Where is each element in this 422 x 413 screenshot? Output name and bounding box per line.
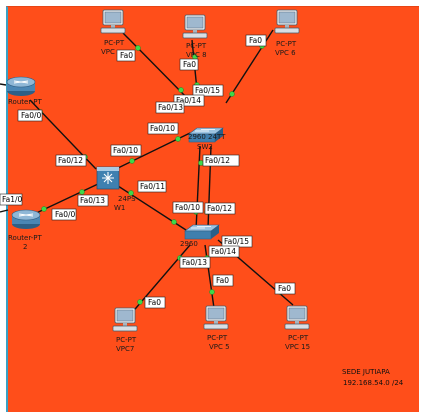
port-label: Fa0/11 [137, 180, 167, 193]
port-label: Fa0/13 [179, 256, 211, 269]
port-label: Fa0/14 [208, 245, 240, 258]
svg-text:Fa0/12: Fa0/12 [58, 156, 83, 165]
port-label: Fa0/12 [204, 202, 236, 215]
pc-icon[interactable] [284, 305, 310, 330]
svg-text:Fa0/0: Fa0/0 [21, 111, 42, 120]
port-label: Fa0/15 [192, 84, 224, 97]
svg-text:Fa0: Fa0 [183, 60, 196, 69]
svg-text:Fa0: Fa0 [249, 36, 262, 45]
port-label: Fa1/0 [0, 193, 23, 206]
svg-text:Fa0: Fa0 [120, 51, 133, 60]
port-labels: Fa0 Fa0 Fa0 Fa0/15 Fa0/14 Fa0/13 Fa0/10 … [0, 34, 296, 309]
svg-text:Fa0/15: Fa0/15 [195, 86, 220, 95]
network-address-note: 192.168.54.0 /24 [343, 379, 404, 387]
port-label: Fa0/15 [221, 235, 253, 248]
svg-text:Fa0: Fa0 [278, 284, 291, 293]
site-name-note: SEDE JUTIAPA [342, 368, 390, 376]
device-label: SW2 [197, 143, 213, 151]
device-label: VPC 15 [285, 343, 310, 351]
device-label: VPC [101, 48, 115, 56]
device-label: PC-PT [116, 336, 137, 344]
link-group [0, 29, 294, 316]
port-label: Fa0/10 [147, 122, 179, 135]
device-label: W1 [114, 204, 125, 212]
svg-text:Fa0/15: Fa0/15 [224, 237, 249, 246]
device-label: 24PS [118, 195, 136, 203]
pc-icon[interactable] [112, 307, 138, 332]
device-label: 2960 [180, 240, 198, 248]
svg-text:Fa0/12: Fa0/12 [205, 156, 230, 165]
device-label: PC-PT [104, 39, 125, 47]
port-label: Fa0 [245, 34, 267, 47]
router-icon[interactable] [6, 76, 36, 97]
link-sw2-switch2-a [195, 145, 201, 231]
device-label: VPC 8 [186, 51, 207, 59]
port-label: Fa0/0 [51, 208, 77, 221]
pc-icon[interactable] [274, 9, 300, 34]
port-label: Fa0/13 [77, 194, 109, 207]
port-label: Fa0 [116, 49, 136, 62]
svg-text:Fa0/11: Fa0/11 [140, 182, 165, 191]
svg-text:Fa0/14: Fa0/14 [211, 247, 236, 256]
port-label: Fa0 [179, 58, 199, 71]
svg-text:Fa0/0: Fa0/0 [55, 210, 76, 219]
svg-text:Fa0/13: Fa0/13 [182, 258, 207, 267]
svg-text:Fa0/10: Fa0/10 [113, 146, 138, 155]
device-label: VPC 6 [275, 49, 296, 57]
router-icon[interactable] [11, 209, 41, 230]
device-label: PC-PT [186, 42, 207, 50]
pc-icon[interactable] [100, 9, 126, 34]
port-label: Fa0 [144, 296, 166, 309]
svg-text:Fa0/10: Fa0/10 [175, 203, 200, 212]
pc-icon[interactable] [203, 305, 229, 330]
multilayer-switch-icon[interactable] [96, 166, 120, 190]
link-router2-sw1 [29, 183, 99, 217]
link-status-dots [37, 43, 283, 305]
link-router2-offscreen [0, 209, 9, 213]
svg-text:Fa0/13: Fa0/13 [80, 196, 105, 205]
svg-text:Fa0/14: Fa0/14 [176, 96, 201, 105]
port-label: Fa0 [212, 274, 234, 287]
device-label: PC-PT [288, 334, 309, 342]
port-label: Fa0/10 [110, 144, 142, 157]
device-label: PC-PT [207, 334, 228, 342]
svg-text:Fa0/13: Fa0/13 [158, 103, 183, 112]
device-label: VPC7 [116, 345, 134, 353]
device-label: 2 [23, 243, 27, 251]
switch-icon[interactable] [184, 224, 220, 240]
port-label: Fa0/14 [173, 94, 205, 107]
link-router-offscreen [0, 83, 7, 86]
port-label: Fa0/12 [55, 154, 87, 167]
device-label: PC-PT [276, 40, 297, 48]
port-label: Fa0/12 [202, 154, 240, 167]
device-label: Router-PT [8, 98, 42, 106]
svg-text:Fa0: Fa0 [216, 276, 229, 285]
port-label: Fa0/0 [17, 109, 43, 122]
device-label: 2960 24TT [188, 133, 226, 141]
svg-text:Fa0: Fa0 [148, 298, 161, 307]
device-label: Router-PT [8, 234, 42, 242]
device-label: VPC 5 [209, 343, 230, 351]
svg-text:Fa0/10: Fa0/10 [150, 124, 175, 133]
svg-text:Fa1/0: Fa1/0 [2, 195, 23, 204]
port-label: Fa0/13 [155, 101, 185, 114]
canvas-edge [419, 0, 422, 413]
svg-text:Fa0/12: Fa0/12 [207, 204, 232, 213]
port-label: Fa0/10 [172, 201, 204, 214]
port-label: Fa0 [274, 282, 296, 295]
pc-icon[interactable] [182, 14, 208, 39]
